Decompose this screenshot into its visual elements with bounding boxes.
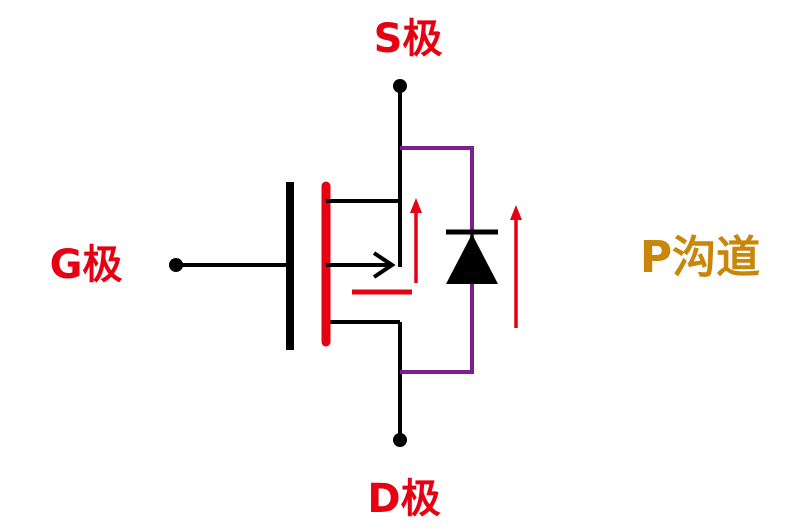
body-arrow-head — [372, 251, 396, 279]
diode-current-arrow — [510, 205, 522, 328]
drain-terminal — [326, 320, 407, 447]
source-terminal — [393, 79, 407, 263]
channel-type-label: P沟道 — [640, 232, 760, 283]
gate-terminal — [169, 182, 294, 350]
source-label: S极 — [374, 16, 443, 62]
drain-label: D极 — [367, 476, 440, 522]
diode-triangle — [446, 234, 498, 284]
arrow-up-icon — [410, 198, 422, 213]
gate-label: G极 — [50, 242, 123, 288]
source-terminal-dot — [393, 79, 407, 93]
body-diode-icon — [446, 229, 498, 284]
channel-current-arrow — [410, 198, 422, 283]
drain-terminal-dot — [393, 433, 407, 447]
arrow-up-icon — [510, 205, 522, 220]
body-arrow — [326, 251, 396, 279]
